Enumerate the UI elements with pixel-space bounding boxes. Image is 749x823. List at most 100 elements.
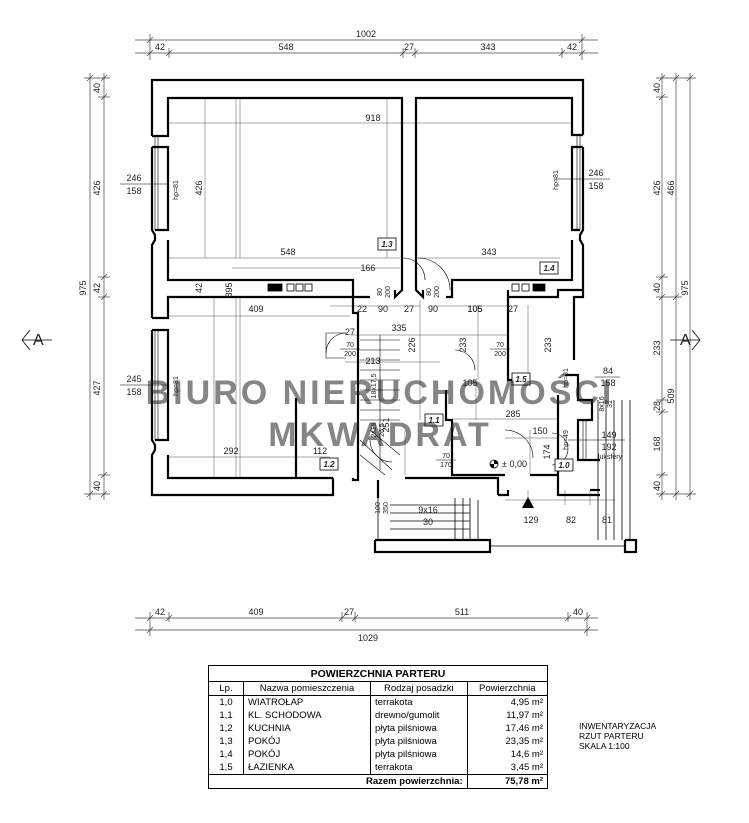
stair-label: 350 (383, 502, 390, 514)
door-label: 80 200 (426, 286, 441, 298)
window-label-bottom: 158 (126, 186, 141, 196)
left-dimension-lines (84, 73, 110, 500)
sill-height-label: hp=81 (173, 376, 180, 396)
row-lp: 1,5 (208, 761, 244, 775)
room-tag-1-5: 1.5 (515, 375, 527, 384)
stair-label: 31 (607, 400, 614, 408)
window-label-bottom: 192 (601, 442, 616, 452)
right-dim-7: 509 (666, 388, 676, 403)
table-row: 1,3 POKÓJ płyta pilśniowa 23,35 m² (208, 735, 549, 748)
sum-label: Razem powierzchnia: (208, 774, 468, 789)
inner-dim: 82 (566, 515, 576, 525)
left-dim-3: 42 (92, 283, 102, 293)
inner-dim: 251 (381, 417, 391, 432)
window-label-top: 84 (603, 366, 613, 376)
stair-label: 2x19 (371, 422, 378, 437)
bottom-dim-1: 42 (155, 607, 165, 617)
inner-dim: 285 (505, 409, 520, 419)
note-line: INWENTARYZACJA (579, 721, 657, 731)
room-tag-1-4: 1.4 (543, 264, 555, 273)
sill-height-label: hp=49 (563, 430, 570, 450)
inner-dim: 90 (428, 304, 438, 314)
row-name: WIATROŁAP (242, 695, 372, 709)
header-area: Powierzchnia (466, 681, 549, 696)
row-lp: 1,2 (208, 722, 244, 735)
inner-dim: 335 (391, 323, 406, 333)
row-floor: terrakota (370, 695, 468, 709)
row-area: 17,46 m² (466, 722, 549, 735)
inner-dim: 105 (467, 304, 482, 314)
room-tag-1-1: 1.1 (428, 416, 440, 425)
window-label: 149 192 (568, 430, 625, 452)
inner-dim: 292 (223, 446, 238, 456)
inner-dim: 895 (224, 282, 234, 297)
right-dim-2: 426 (652, 180, 662, 195)
luxfer-label: luksfery (598, 454, 623, 461)
row-lp: 1,1 (208, 709, 244, 722)
door-label: 70 170 (436, 453, 456, 469)
inner-dim: 166 (360, 263, 375, 273)
left-dim-5: 40 (92, 481, 102, 491)
stair-label: 30 (423, 517, 433, 527)
header-lp: Lp. (208, 681, 244, 696)
door-label-top: 80 (377, 288, 384, 296)
header-name: Nazwa pomieszczenia (242, 681, 372, 696)
inner-dim: 129 (523, 515, 538, 525)
level-label: ± 0,00 (502, 459, 527, 469)
stair-label: 100 (375, 502, 382, 514)
table-sum-row: Razem powierzchnia: 75,78 m² (208, 774, 549, 789)
inner-dim: 22 (357, 304, 367, 314)
row-area: 3,45 m² (466, 761, 549, 775)
right-dimension-lines (656, 73, 696, 500)
right-dim-4: 40 (652, 283, 662, 293)
top-dim-1: 42 (155, 42, 165, 52)
row-floor: płyta pilśniowa (370, 735, 468, 748)
stair-label: 26,5 (379, 423, 386, 437)
right-dim-8: 28 (652, 401, 662, 411)
inner-dim: 105 (462, 378, 477, 388)
stair-label: 8x16 (599, 396, 606, 411)
door-label-bottom: 200 (494, 351, 506, 358)
level-marker-icon (489, 459, 499, 469)
right-dim-9: 168 (652, 436, 662, 451)
entrance-arrow-icon (522, 497, 534, 508)
row-lp: 1,4 (208, 748, 244, 761)
row-lp: 1,3 (208, 735, 244, 748)
window-label: 245 158 (120, 374, 168, 397)
inner-dim: 409 (248, 304, 263, 314)
top-dim-3: 27 (404, 42, 414, 52)
walls (150, 78, 638, 554)
inner-dim: 42 (194, 283, 204, 293)
door-label-bottom: 200 (344, 351, 356, 358)
table-title: POWIERZCHNIA PARTERU (208, 665, 548, 682)
door-label-top: 80 (426, 288, 433, 296)
inner-dim: 226 (407, 337, 417, 352)
drawing-notes: INWENTARYZACJA RZUT PARTERU SKALA 1:100 (579, 721, 656, 751)
top-dim-2: 548 (278, 42, 293, 52)
door-label-top: 70 (496, 342, 504, 349)
sum-value: 75,78 m² (466, 774, 549, 789)
row-lp: 1,0 (208, 695, 244, 709)
entrance-stair-lines (377, 400, 631, 547)
inner-dim: 233 (458, 337, 468, 352)
watermark-line-1: BIURO NIERUCHOMOŚCI (146, 374, 615, 412)
inner-dim: 918 (365, 113, 380, 123)
room-tag-1-3: 1.3 (381, 240, 393, 249)
bottom-dim-3: 27 (344, 607, 354, 617)
window-label-bottom: 158 (588, 181, 603, 191)
window-label-top: 246 (588, 168, 603, 178)
row-name: KL. SCHODOWA (242, 709, 372, 722)
window-label-bottom: 158 (600, 378, 615, 388)
window-label-top: 149 (601, 430, 616, 440)
top-dim-4: 343 (480, 42, 495, 52)
row-name: POKÓJ (242, 735, 372, 748)
interior-guide-lines (168, 98, 615, 505)
door-label-bottom: 200 (385, 286, 392, 298)
sill-height-label: hp=81 (563, 368, 570, 388)
inner-dim: 105 (467, 304, 482, 314)
bottom-dim-4: 511 (455, 607, 469, 617)
room-tag-1-0: 1.0 (558, 461, 570, 470)
inner-dim: 548 (280, 247, 295, 257)
door-label-top: 70 (442, 453, 450, 460)
